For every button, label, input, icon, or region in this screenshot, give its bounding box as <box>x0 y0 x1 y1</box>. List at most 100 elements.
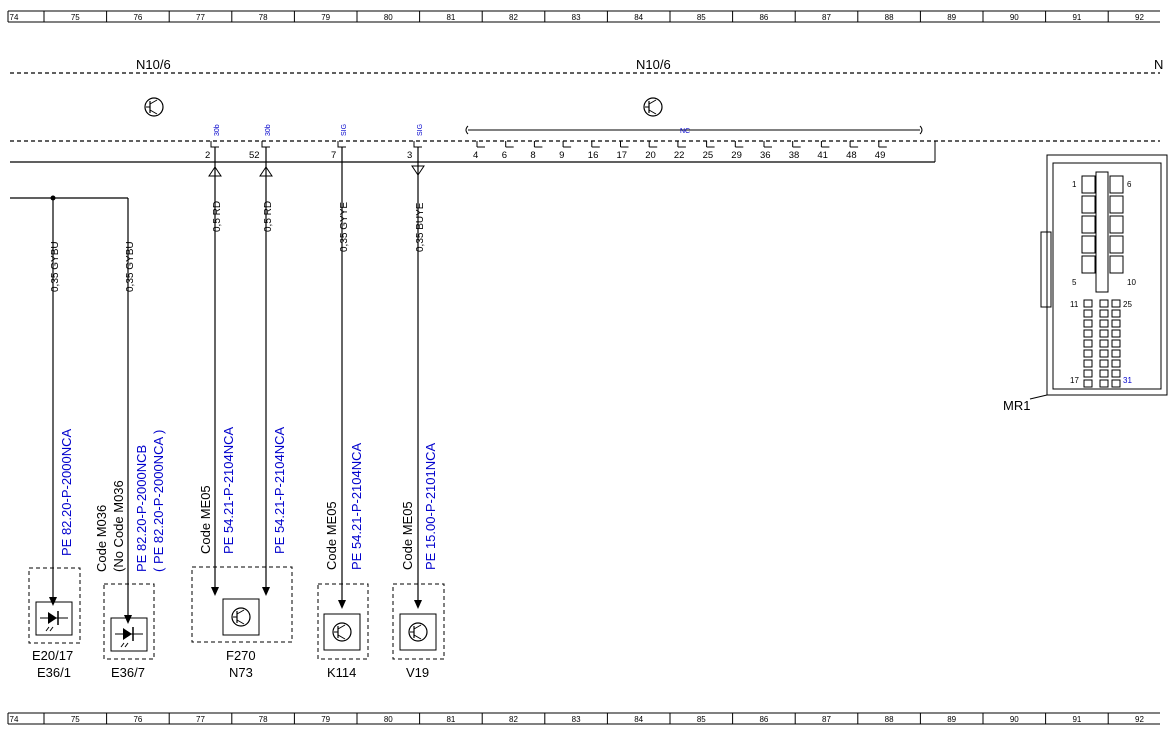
nc-pin-number: 16 <box>588 150 599 161</box>
connector-cell <box>1083 329 1093 338</box>
ruler-number: 77 <box>196 13 205 22</box>
pin-signal: 30b <box>214 124 221 136</box>
nc-pin-number: 38 <box>789 150 800 161</box>
nc-bracket <box>465 125 923 135</box>
connector-cell <box>1111 349 1121 358</box>
nc-pin-number: 22 <box>674 150 685 161</box>
module-label-left: N10/6 <box>136 57 171 72</box>
pin-marker <box>677 141 686 148</box>
ruler-number: 92 <box>1135 13 1144 22</box>
ruler-number: 78 <box>259 715 268 724</box>
component-label: E36/1 <box>37 665 71 680</box>
module-label-right: N <box>1154 57 1163 72</box>
connector-pin: 5 <box>1072 278 1077 287</box>
connector-cell <box>1099 299 1109 308</box>
ref-e36-7: PE 82.20-P-2000NCB <box>134 445 149 572</box>
pin-marker <box>820 141 830 148</box>
connector-cell <box>1083 369 1093 378</box>
pin-marker <box>792 141 801 148</box>
nc-pin-number: 48 <box>846 150 857 161</box>
connector-cell <box>1083 379 1093 388</box>
ruler-number: 79 <box>321 13 330 22</box>
connector-pin: 31 <box>1123 376 1132 385</box>
connector-pin: 17 <box>1070 376 1079 385</box>
ruler-number: 86 <box>759 715 768 724</box>
pin-marker <box>706 141 715 148</box>
ruler-number: 80 <box>384 715 393 724</box>
connector-cell <box>1081 255 1096 274</box>
connector-cell <box>1111 319 1121 328</box>
connector-cell <box>1099 369 1109 378</box>
nc-pin-number: 6 <box>502 150 507 161</box>
pin-number: 52 <box>249 150 260 161</box>
component-label: E20/17 <box>32 648 73 663</box>
ruler-number: 76 <box>133 13 142 22</box>
nc-label: NC <box>680 128 690 135</box>
component-e36-7 <box>103 583 155 660</box>
wire-label: 0,5 RD <box>212 201 223 232</box>
wire-label: 0,35 GYBU <box>50 241 61 292</box>
ruler-number: 81 <box>446 13 455 22</box>
connector-cell <box>1083 359 1093 368</box>
component-k114 <box>317 583 369 660</box>
ruler-number: 83 <box>572 715 581 724</box>
nc-pin-number: 49 <box>875 150 886 161</box>
connector-cell <box>1109 235 1124 254</box>
wire-label: 0,35 GYYE <box>339 202 350 252</box>
component-v19 <box>392 583 445 660</box>
transistor-icon <box>408 622 428 642</box>
pin-number: 7 <box>331 150 336 161</box>
ruler-number: 89 <box>947 13 956 22</box>
connector-cell <box>1109 255 1124 274</box>
component-label: N73 <box>229 665 253 680</box>
wire-label: 0,5 RD <box>263 201 274 232</box>
transistor-icon <box>643 97 663 117</box>
ruler-number: 82 <box>509 715 518 724</box>
connector-cell <box>1109 195 1124 214</box>
ruler-number: 90 <box>1010 13 1019 22</box>
wire-label: 0,35 GYBU <box>125 241 136 292</box>
ruler-number: 90 <box>1010 715 1019 724</box>
pin-marker <box>849 141 859 148</box>
component-label: F270 <box>226 648 256 663</box>
connector-cell <box>1081 195 1096 214</box>
code-f270: Code ME05 <box>198 485 213 554</box>
pin-signal: SIG <box>341 124 348 136</box>
wire-label: 0,35 BUYE <box>415 202 426 252</box>
ref-e20-17: PE 82.20-P-2000NCA <box>59 428 74 556</box>
pin-marker <box>734 141 744 148</box>
nc-pin-number: 29 <box>731 150 742 161</box>
nc-pin-number: 20 <box>645 150 656 161</box>
ruler-number: 85 <box>697 13 706 22</box>
connector-cell <box>1111 299 1121 308</box>
ref-v19: PE 15.00-P-2101NCA <box>423 442 438 570</box>
ruler-number: 76 <box>133 715 142 724</box>
connector-cell <box>1081 235 1096 254</box>
ref-k114: PE 54.21-P-2104NCA <box>349 442 364 570</box>
connector-cell <box>1099 339 1109 348</box>
ruler-number: 81 <box>446 715 455 724</box>
ruler-number: 83 <box>572 13 581 22</box>
module-label-center: N10/6 <box>636 57 671 72</box>
pin-marker <box>476 141 485 148</box>
ruler-number: 91 <box>1072 715 1081 724</box>
connector-cell <box>1111 359 1121 368</box>
connector-label: MR1 <box>1003 398 1030 413</box>
component-label: V19 <box>406 665 429 680</box>
connector-cell <box>1083 309 1093 318</box>
code-v19: Code ME05 <box>400 501 415 570</box>
pin-marker <box>620 141 629 148</box>
ruler-number: 80 <box>384 13 393 22</box>
code-e36-7: Code M036 <box>94 505 109 572</box>
nc-pin-number: 17 <box>617 150 628 161</box>
pin-marker <box>763 141 772 148</box>
ruler-number: 75 <box>71 13 80 22</box>
component-f270-n73 <box>191 566 293 643</box>
ruler-number: 89 <box>947 715 956 724</box>
ruler-number: 85 <box>697 715 706 724</box>
ruler-number: 79 <box>321 715 330 724</box>
component-e20-17 <box>28 567 81 644</box>
pin-signal: SIG <box>417 124 424 136</box>
